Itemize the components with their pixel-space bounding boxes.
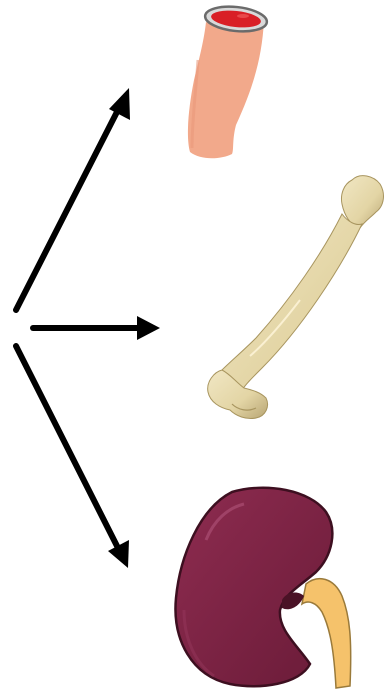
arrow-to-bone	[33, 316, 160, 340]
blood-vessel-icon	[188, 4, 268, 158]
bone-icon	[208, 176, 384, 419]
kidney-icon	[175, 488, 350, 688]
arrow-to-kidney	[16, 346, 129, 568]
arrow-to-vessel	[16, 88, 130, 310]
